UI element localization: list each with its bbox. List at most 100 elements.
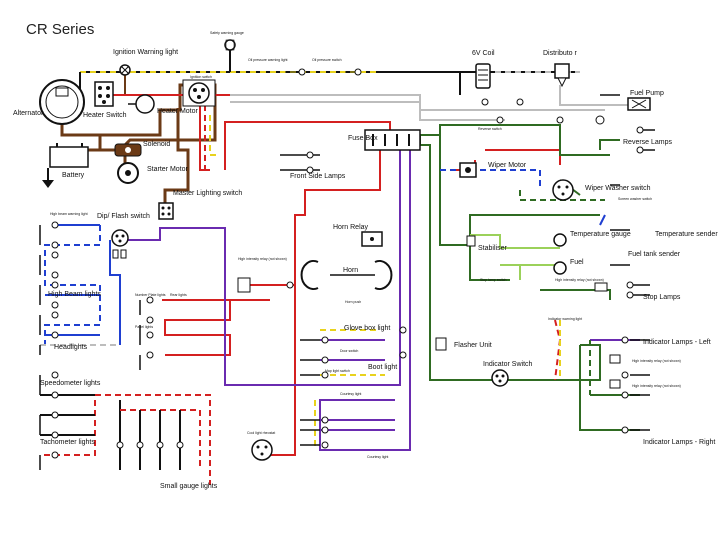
master-lighting-switch-icon — [158, 202, 174, 220]
wiper-motor-icon — [459, 162, 477, 178]
tachometer-lights-label: Tachometer lights — [40, 439, 95, 446]
solenoid-label: Solenoid — [143, 141, 170, 148]
stop-lamp-icon — [594, 281, 634, 299]
alternator-icon — [39, 79, 85, 125]
rheostat-label: Cool light rheostat — [247, 431, 275, 435]
reverse-lamp-icon — [636, 126, 644, 154]
coil-label: 6V Coil — [472, 50, 495, 57]
heater-motor-label: Heater Motor — [157, 108, 199, 115]
heater-switch-icon — [94, 81, 114, 107]
door-switch-label: Door switch — [340, 349, 358, 353]
high-intensity-relay-stop-label: High intensity relay (not shown) — [555, 278, 604, 282]
speedometer-lights-label: Speedometer lights — [40, 380, 101, 387]
ignition-warning-light-icon — [119, 64, 131, 76]
indicator-warning-light-label: Indicator warning light — [548, 317, 582, 321]
ignition-warning-light-label: Ignition Warning light — [113, 49, 178, 56]
temperature-gauge-icon — [553, 233, 567, 247]
relay-switch-label: High intensity relay (not shown) — [238, 257, 287, 261]
left-lamp-bulbs — [51, 221, 59, 459]
fuel-pump-icon — [627, 97, 651, 111]
horn-label: Horn — [343, 267, 358, 274]
reverse-switch-label: Reverse switch — [478, 127, 502, 131]
stop-lamps-label: Stop Lamps — [643, 294, 681, 301]
fuse-box-icon — [364, 129, 421, 151]
flasher-unit-icon — [435, 337, 447, 351]
dip-flash-switch-icon — [111, 229, 129, 259]
oil-pressure-switch-icon — [345, 68, 362, 76]
wiper-washer-switch-label: Wiper Washer switch — [585, 185, 651, 192]
courtesy-light-label: Courtesy light — [340, 392, 361, 396]
stop-lamp-switch-label: Stop lamp switch — [480, 278, 507, 282]
diagram-title: CR Series — [26, 21, 94, 38]
warning-gauge-label: Safety warning gauge — [210, 31, 244, 35]
courtesy-light-lower-label: Courtesy light — [367, 455, 388, 459]
connector-marks — [286, 98, 605, 334]
battery-label: Battery — [62, 172, 85, 179]
starter-motor-icon — [117, 162, 139, 184]
ignition-switch-icon — [182, 79, 216, 107]
distributor-label: Distributo r — [543, 50, 578, 57]
high-beam-warning-light-label: High beam warning light — [50, 212, 88, 216]
red-wires — [162, 121, 561, 456]
oil-pressure-switch-label: Oil pressure switch — [312, 58, 342, 62]
map-light-switch-label: Map light switch — [325, 369, 350, 373]
ground-wires — [39, 94, 655, 470]
small-gauge-lights-label: Small gauge lights — [160, 483, 218, 490]
indicator-lamp-bulbs — [609, 336, 629, 434]
warning-gauge-icon — [224, 39, 236, 51]
purple-dashed-wires — [314, 329, 385, 450]
master-lighting-switch-label: Master Lighting switch — [173, 190, 242, 197]
heater-motor-icon — [128, 94, 155, 114]
fuel-gauge-label: Fuel — [570, 259, 584, 266]
distributor-icon — [554, 63, 570, 88]
rear-lamp-bulbs — [146, 296, 154, 359]
blue-wires — [40, 224, 121, 346]
heater-switch-label: Heater Switch — [83, 112, 127, 119]
temperature-gauge-label: Temperature gauge — [570, 231, 631, 238]
white-wires — [200, 85, 640, 121]
wiper-washer-switch-icon — [552, 179, 574, 201]
oil-pressure-bulb-icon — [285, 68, 306, 76]
screen-washer-switch-label: Screen washer switch — [618, 197, 652, 201]
starter-motor-label: Starter Motor — [147, 166, 189, 173]
indicator-relay-left-label: High intensity relay (not shown) — [632, 359, 681, 363]
front-side-lamp-icon — [306, 151, 314, 174]
wiper-motor-label: Wiper Motor — [488, 162, 527, 169]
flasher-unit-label: Flasher Unit — [454, 342, 492, 349]
ignition-harness — [79, 50, 580, 95]
interior-lamp-bulbs — [321, 336, 407, 449]
panel-lights-label: Panel lights — [135, 325, 153, 329]
stabiliser-icon — [466, 235, 476, 247]
indicator-lamps-right-label: Indicator Lamps - Right — [643, 439, 715, 446]
fuel-pump-label: Fuel Pump — [630, 90, 664, 97]
indicator-relay-right-label: High intensity relay (not shown) — [632, 384, 681, 388]
alternator-label: Alternator — [13, 110, 44, 117]
oil-pressure-light-label: Oil pressure warning light — [248, 58, 288, 62]
rheostat-icon — [251, 439, 273, 461]
horn-relay-icon — [361, 231, 383, 247]
horn-push-label: Horn push — [345, 300, 361, 304]
glove-box-light-label: Glove box light — [344, 325, 390, 332]
gauge-lamp-bulbs — [116, 441, 184, 449]
stabiliser-label: Stabiliser — [478, 245, 507, 252]
purple-wires — [125, 145, 411, 451]
dip-flash-switch-label: Dip/ Flash switch — [97, 213, 150, 220]
boot-light-label: Boot light — [368, 364, 397, 371]
rear-lights-label: Rear lights — [170, 293, 187, 297]
fuse-box-label: Fuse Box — [348, 135, 378, 142]
indicator-switch-label: Indicator Switch — [483, 361, 533, 368]
fuel-gauge-icon — [553, 261, 567, 275]
coil-icon — [475, 63, 491, 89]
headlights-label: Headlights — [54, 344, 88, 351]
light-green-wires — [470, 234, 560, 280]
temperature-sender-label: Temperature sender — [655, 231, 718, 238]
solenoid-icon — [114, 143, 142, 157]
front-side-lamps-label: Front Side Lamps — [290, 173, 346, 180]
fuel-tank-sender-label: Fuel tank sender — [628, 251, 681, 258]
relay-switch-icon — [237, 277, 251, 293]
indicator-lamps-left-label: Indicator Lamps - Left — [643, 339, 711, 346]
number-plate-lights-label: Number Plate lights — [135, 293, 166, 297]
ignition-switch-label: Ignition switch — [190, 75, 212, 79]
high-beam-lights-label: High Beam lights — [48, 291, 101, 298]
